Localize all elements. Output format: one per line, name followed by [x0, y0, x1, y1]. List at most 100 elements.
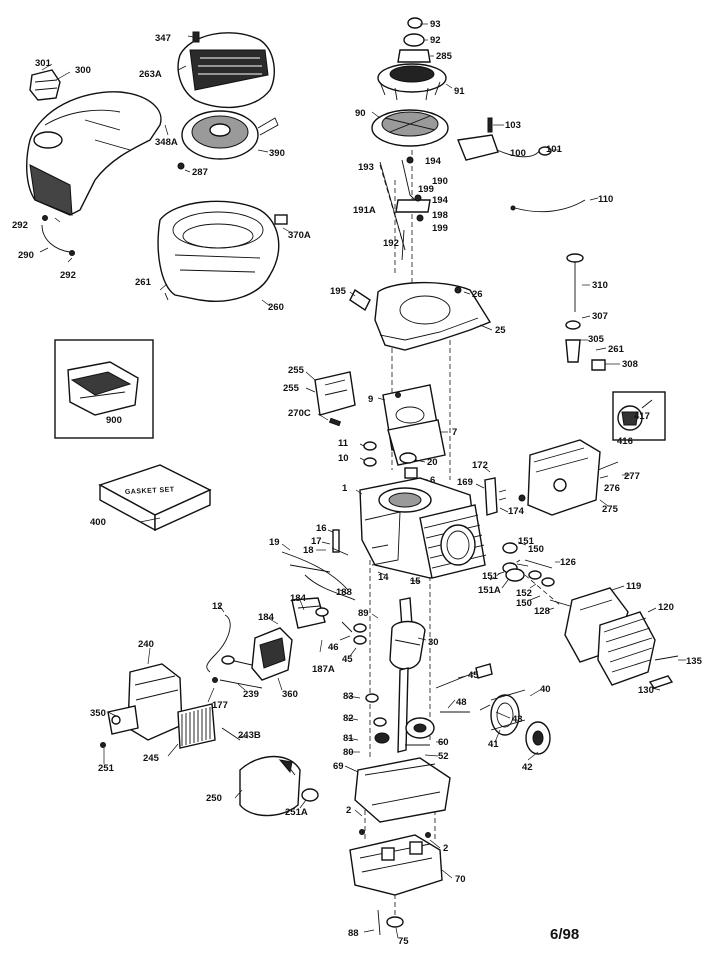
part-label: 301 [35, 58, 52, 69]
crankshaft [341, 597, 493, 753]
gasket-set-label: GASKET SET [125, 486, 175, 496]
fuel-line [206, 597, 329, 673]
part-label: 276 [604, 483, 620, 494]
part-label: 126 [560, 557, 576, 568]
part-label: 90 [355, 108, 366, 119]
part-label: 14 [378, 572, 389, 583]
part-label: 285 [436, 51, 453, 62]
part-label: 82 [343, 713, 354, 724]
part-label: 307 [592, 311, 608, 322]
part-label: 292 [12, 220, 28, 231]
part-label: 18 [303, 545, 314, 556]
part-label: 184 [258, 612, 275, 623]
part-label: 350 [90, 708, 106, 719]
part-label: 100 [510, 148, 526, 159]
part-label: 70 [455, 874, 466, 885]
part-label: 91 [454, 86, 465, 97]
inset-box-900 [54, 339, 154, 439]
part-label: 52 [438, 751, 449, 762]
part-label: 41 [488, 739, 499, 750]
part-label: 193 [358, 162, 374, 173]
part-label: 243B [238, 730, 261, 741]
part-label: 60 [438, 737, 449, 748]
part-label: 151 [518, 536, 535, 547]
dipstick-assembly [565, 253, 606, 371]
part-label: 172 [472, 460, 488, 471]
part-label: 250 [206, 793, 222, 804]
control-bracket [349, 281, 492, 351]
part-label: 245 [143, 753, 160, 764]
part-label: 287 [192, 167, 208, 178]
gasket-set-box: GASKET SET [98, 464, 212, 532]
part-label: 45 [468, 670, 479, 681]
blower-housing-assembly [26, 31, 288, 302]
part-label: 199 [418, 184, 434, 195]
part-label: 310 [592, 280, 608, 291]
part-label: 198 [432, 210, 448, 221]
part-label: 17 [311, 536, 322, 547]
part-label: 270C [288, 408, 311, 419]
part-label: 152 [516, 588, 532, 599]
part-label: 195 [330, 286, 347, 297]
part-label: 42 [522, 762, 533, 773]
part-labels: 347 301 300 263A 93 92 285 91 90 103 348… [12, 19, 703, 947]
part-label: 19 [269, 537, 280, 548]
cam-assembly [365, 689, 551, 755]
part-label: 251A [285, 807, 308, 818]
part-label: 308 [622, 359, 638, 370]
part-label: 194 [432, 195, 449, 206]
part-label: 81 [343, 733, 354, 744]
part-label: 88 [348, 928, 359, 939]
part-label: 6 [430, 475, 435, 486]
engine-block [359, 477, 507, 579]
part-label: 150 [516, 598, 532, 609]
part-label: 261 [608, 344, 625, 355]
crankcase-sump [349, 757, 451, 936]
part-label: 400 [90, 517, 106, 528]
part-label: 370A [288, 230, 311, 241]
part-label: 416 [617, 436, 633, 447]
part-label: 128 [534, 606, 550, 617]
part-label: 48 [456, 697, 467, 708]
part-label: 251 [98, 763, 115, 774]
part-label: 191A [353, 205, 376, 216]
part-label: 25 [495, 325, 506, 336]
part-label: 2 [443, 843, 448, 854]
part-label: 177 [212, 700, 228, 711]
gasket-plates [314, 371, 446, 479]
carburetor [212, 627, 293, 689]
part-label: 93 [430, 19, 441, 30]
part-label: 240 [138, 639, 154, 650]
part-label: 135 [686, 656, 703, 667]
part-label: 12 [212, 601, 223, 612]
part-label: 2 [346, 805, 351, 816]
part-label: 89 [358, 608, 369, 619]
part-label: 187A [312, 664, 335, 675]
part-label: 277 [624, 471, 640, 482]
part-label: 300 [75, 65, 91, 76]
part-label: 83 [343, 691, 354, 702]
part-label: 15 [410, 576, 421, 587]
part-label: 150 [528, 544, 544, 555]
part-label: 263A [139, 69, 162, 80]
part-label: 347 [155, 33, 171, 44]
part-label: 275 [602, 504, 619, 515]
leader-lines [39, 23, 686, 939]
part-label: 305 [588, 334, 605, 345]
part-label: 7 [452, 427, 457, 438]
part-label: 151 [482, 571, 499, 582]
inset-box-416 [612, 391, 666, 441]
part-label: 348A [155, 137, 178, 148]
part-label: 239 [243, 689, 259, 700]
part-label: 417 [634, 411, 650, 422]
part-label: 103 [505, 120, 521, 131]
part-label: 80 [343, 747, 354, 758]
part-label: 290 [18, 250, 34, 261]
part-label: 194 [425, 156, 442, 167]
muffler [518, 439, 619, 516]
part-label: 10 [338, 453, 349, 464]
part-label: 119 [626, 581, 641, 592]
part-label: 26 [472, 289, 483, 300]
part-label: 169 [457, 477, 473, 488]
